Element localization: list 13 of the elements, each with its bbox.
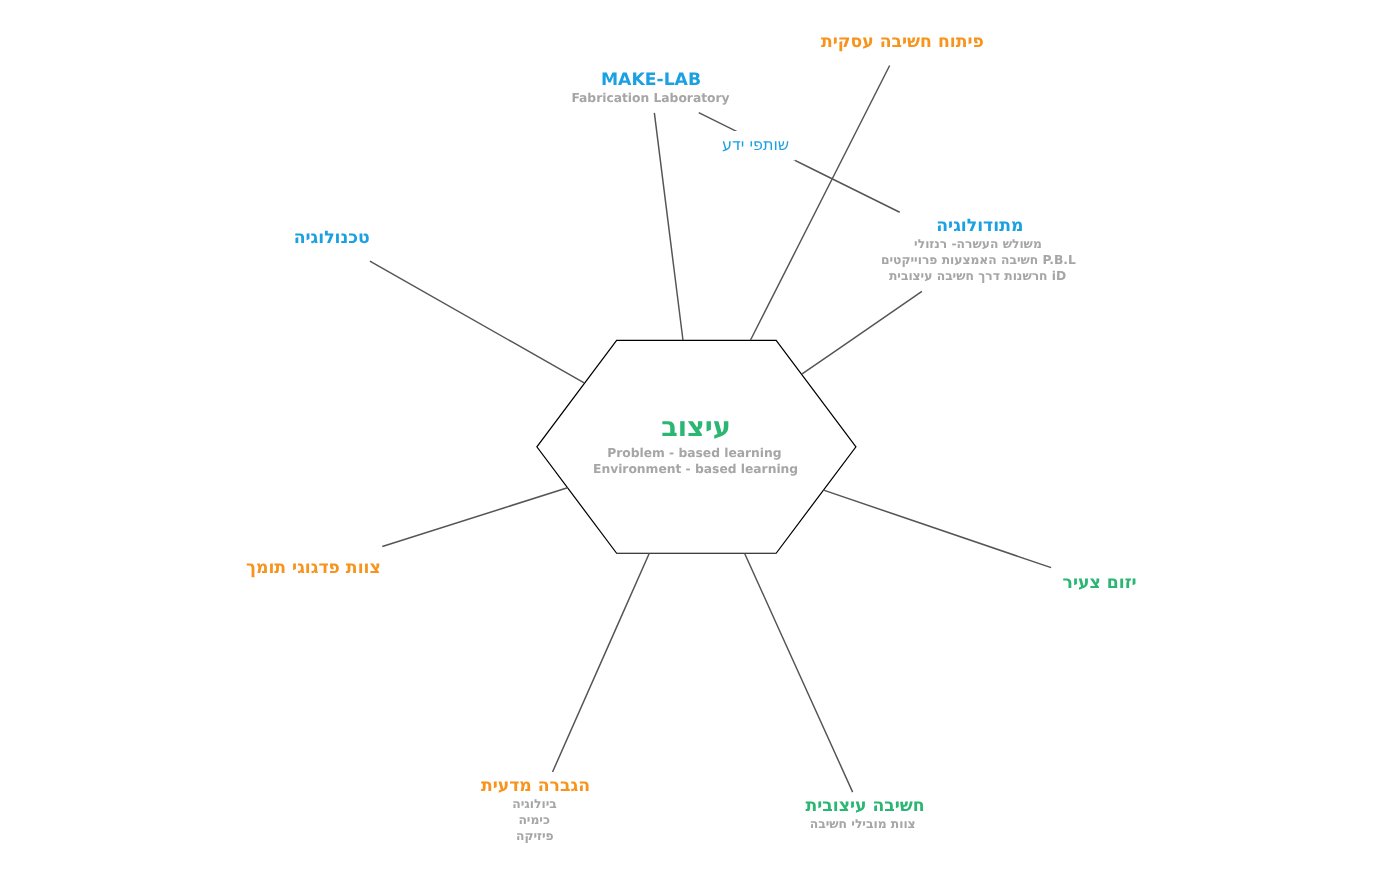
node-text: טכנולוגיה [292,228,369,249]
connector [368,260,584,384]
connector [742,552,853,793]
connector [821,489,1051,569]
node-text: צוות פדגוגי תומך [245,558,380,579]
connector [652,112,683,341]
connector [696,111,900,213]
connector [380,487,568,548]
connector [748,64,890,341]
node-text: יזום צעיר [1061,573,1136,594]
node-text: פיתוח חשיבה עסקית [819,33,983,54]
connector [550,552,650,773]
connector [800,290,922,375]
